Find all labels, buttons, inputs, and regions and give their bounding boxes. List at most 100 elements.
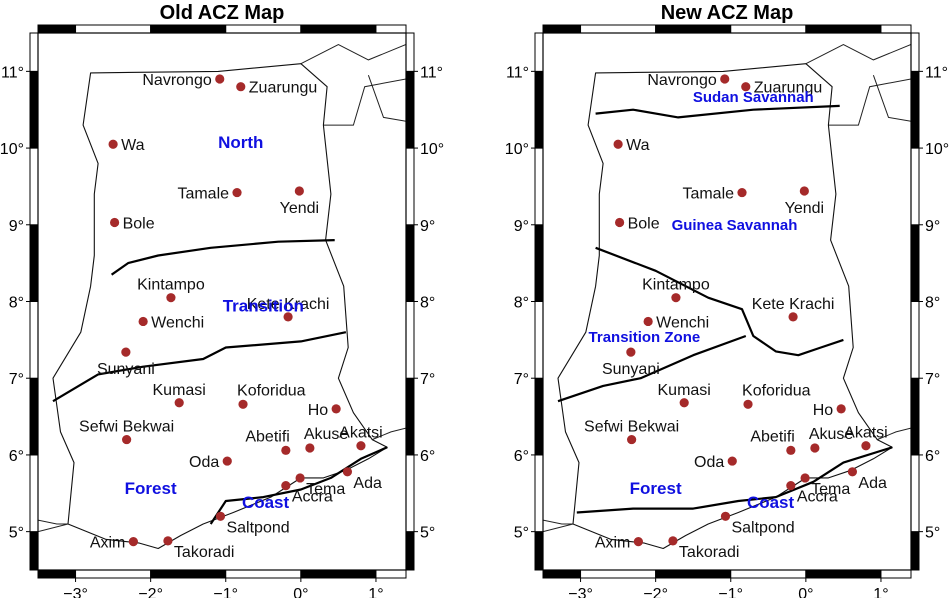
station-label: Oda <box>189 454 219 471</box>
neighbor-border <box>38 519 68 525</box>
station-label: Yendi <box>280 200 319 217</box>
lat-tick-label-right: 7° <box>925 371 940 388</box>
frame-segment-left <box>29 301 39 379</box>
lat-tick-label-left: 11° <box>1 64 24 81</box>
station-label: Wenchi <box>151 314 204 331</box>
zone-label: North <box>218 133 263 152</box>
station-marker <box>128 537 138 547</box>
frame-segment-left <box>29 531 39 571</box>
station-marker <box>294 186 304 196</box>
frame-segment-top <box>75 24 152 34</box>
frame-segment-top <box>150 24 227 34</box>
frame-segment-right <box>910 531 920 571</box>
station-label: Axim <box>90 535 126 552</box>
lat-tick-label-left: 8° <box>514 295 529 312</box>
frame-segment-right <box>405 32 415 72</box>
station-marker <box>283 312 293 322</box>
frame-segment-right <box>910 454 920 533</box>
station-label: Sunyani <box>97 361 155 378</box>
neighbor-border <box>872 75 911 122</box>
station-marker <box>627 434 637 445</box>
frame-segment-left <box>534 224 544 303</box>
station-label: Takoradi <box>174 544 234 561</box>
station-marker <box>861 441 871 451</box>
station-marker <box>342 467 353 477</box>
lat-tick-label-right: 10° <box>420 141 444 158</box>
station-marker <box>720 74 730 84</box>
frame-segment-bottom <box>75 569 152 579</box>
frame-segment-left <box>534 377 544 456</box>
station-label: Ada <box>353 475 382 492</box>
frame-segment-right <box>910 301 920 379</box>
neighbor-border <box>300 43 406 65</box>
zone-label: Coast <box>747 493 795 512</box>
station-marker <box>613 139 623 149</box>
frame-segment-bottom <box>150 569 227 579</box>
station-marker <box>110 217 120 228</box>
station-label: Yendi <box>785 200 824 217</box>
frame-segment-left <box>29 147 39 226</box>
neighbor-border <box>38 523 69 533</box>
station-label: Ho <box>813 402 834 419</box>
frame-segment-top <box>37 24 77 34</box>
frame-segment-top <box>542 24 582 34</box>
station-label: Saltpond <box>731 519 794 536</box>
station-marker <box>737 187 747 198</box>
country-outline <box>52 63 388 550</box>
frame-segment-left <box>29 377 39 456</box>
map-border <box>37 32 407 571</box>
lat-tick-label-left: 9° <box>514 218 529 235</box>
station-marker <box>232 187 242 198</box>
lat-tick-label-right: 11° <box>925 64 948 81</box>
station-label: Ada <box>858 475 887 492</box>
lon-tick-label: 1° <box>873 586 888 598</box>
station-marker <box>668 536 678 546</box>
frame-segment-bottom <box>225 569 302 579</box>
frame-segment-bottom <box>880 569 912 579</box>
frame-segment-top <box>655 24 732 34</box>
station-marker <box>215 511 226 521</box>
frame-segment-right <box>910 70 920 149</box>
station-marker <box>633 537 643 547</box>
frame-segment-right <box>910 224 920 303</box>
frame-segment-right <box>405 531 415 571</box>
frame-segment-right <box>910 147 920 226</box>
lon-tick-label: 1° <box>368 586 383 598</box>
station-marker <box>108 139 118 149</box>
neighbor-border <box>877 427 911 441</box>
frame-segment-bottom <box>37 569 77 579</box>
lon-tick-label: −1° <box>213 586 238 598</box>
zone-label: Coast <box>242 493 290 512</box>
station-label: Wenchi <box>656 314 709 331</box>
station-label: Kintampo <box>137 277 205 294</box>
frame-segment-left <box>534 147 544 226</box>
frame-segment-bottom <box>580 569 657 579</box>
station-label: Axim <box>595 535 631 552</box>
frame-segment-right <box>910 32 920 72</box>
panel-title: New ACZ Map <box>661 2 794 24</box>
station-marker <box>215 74 225 84</box>
station-marker <box>236 82 246 92</box>
panel-title: Old ACZ Map <box>160 2 285 24</box>
lat-tick-label-right: 9° <box>420 218 435 235</box>
station-label: Bole <box>123 215 155 232</box>
station-label: Kintampo <box>642 277 710 294</box>
station-marker <box>847 467 858 477</box>
station-marker <box>295 473 305 483</box>
frame-segment-right <box>405 454 415 533</box>
frame-segment-top <box>225 24 302 34</box>
frame-segment-left <box>534 531 544 571</box>
lat-tick-label-left: 6° <box>9 448 24 465</box>
lat-tick-label-left: 6° <box>514 448 529 465</box>
frame-segment-bottom <box>300 569 377 579</box>
frame-segment-left <box>29 32 39 72</box>
station-label: Kete Krachi <box>752 296 835 313</box>
station-label: Kumasi <box>658 382 711 399</box>
station-label: Sefwi Bekwai <box>79 419 174 436</box>
lat-tick-label-right: 8° <box>925 295 940 312</box>
station-label: Tema <box>811 481 850 498</box>
station-label: Ho <box>308 402 329 419</box>
map-frame: −3°−2°−1°0°1°5°5°6°6°7°7°8°8°9°9°10°10°1… <box>0 24 444 598</box>
